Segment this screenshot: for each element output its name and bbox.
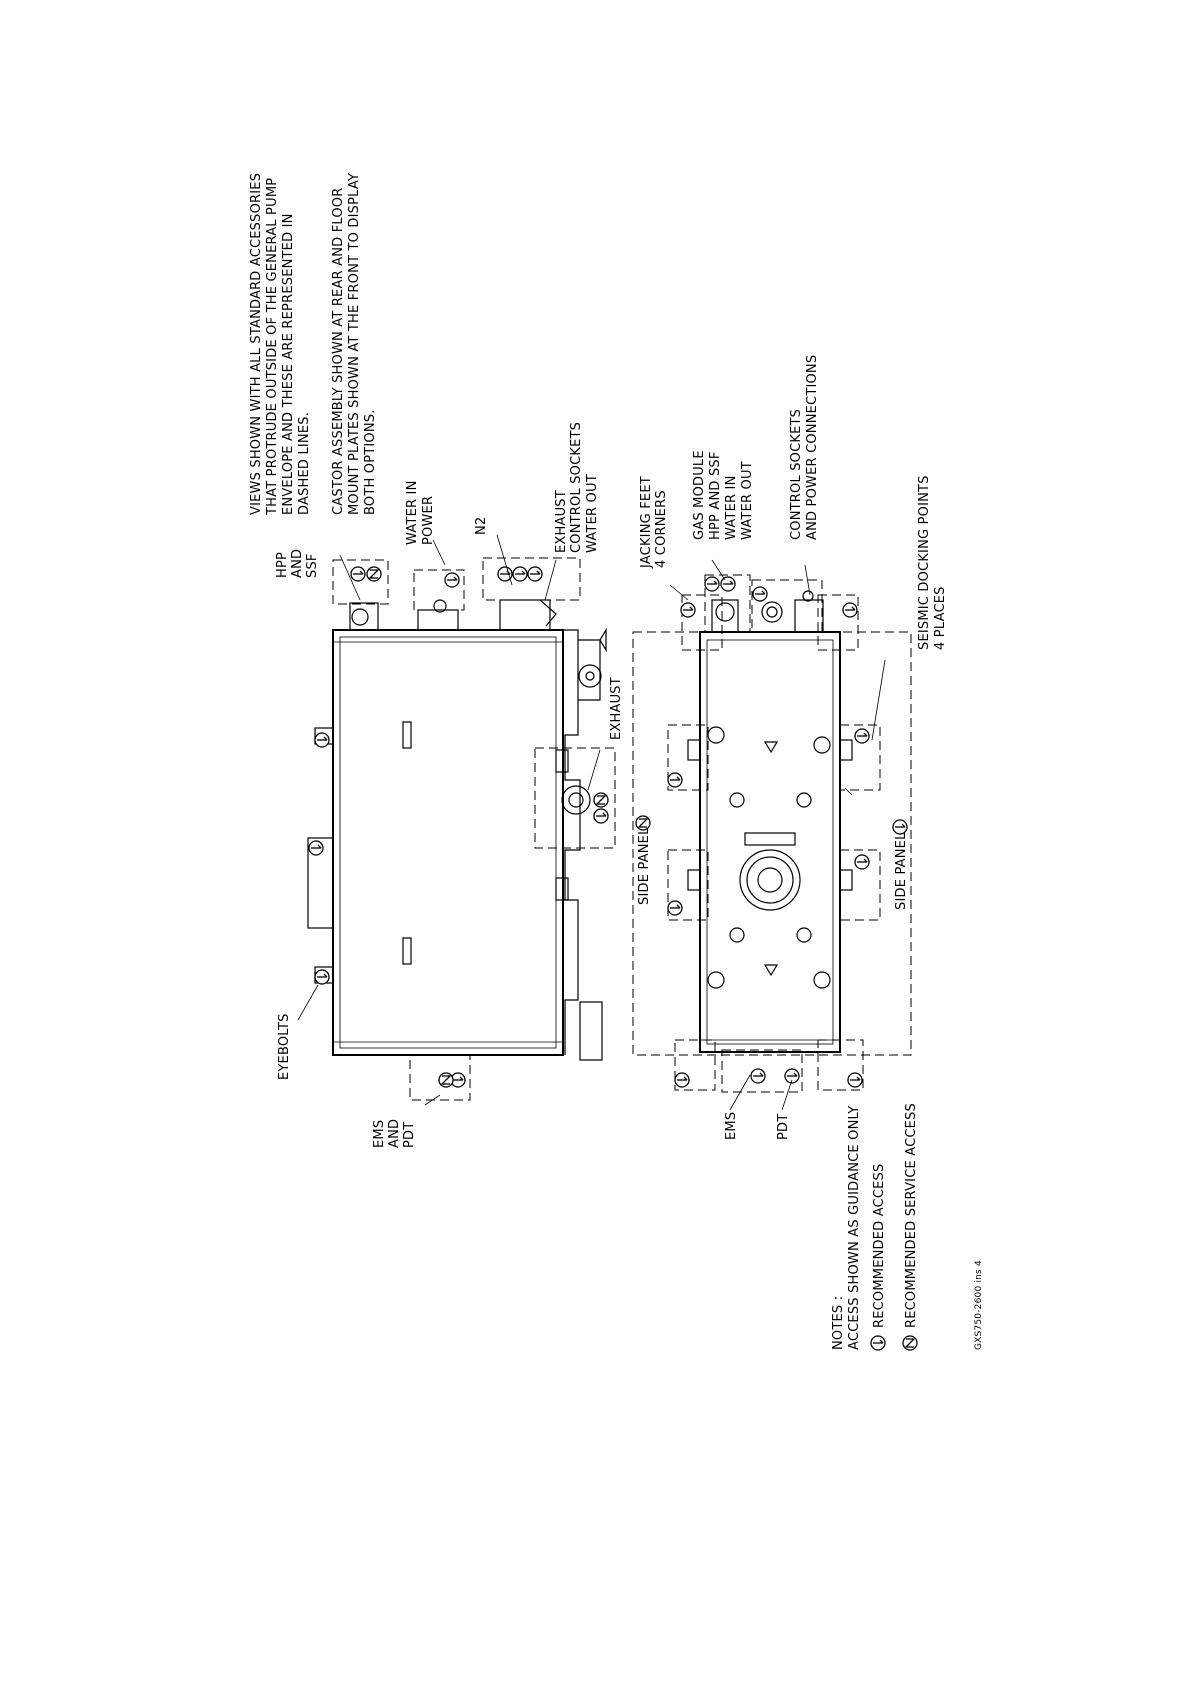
label-jacking-feet: JACKING FEET <box>639 476 654 569</box>
legend-marker-2 <box>902 1335 918 1351</box>
views-note-line-1: VIEWS SHOWN WITH ALL STANDARD ACCESSORIE… <box>249 173 264 515</box>
label-ssf: SSF <box>305 553 320 578</box>
plan-view-body <box>699 631 841 1053</box>
label-water-out-plan: WATER OUT <box>740 461 755 540</box>
label-ems-plan: EMS <box>724 1112 739 1140</box>
castor-note-line-1: CASTOR ASSEMBLY SHOWN AT REAR AND FLOOR <box>331 188 346 515</box>
label-side-panel-1: SIDE PANEL <box>894 832 909 910</box>
notes-guidance: ACCESS SHOWN AS GUIDANCE ONLY <box>847 1106 862 1350</box>
label-seismic: SEISMIC DOCKING POINTS <box>917 475 932 650</box>
label-water-out-top: WATER OUT <box>585 474 600 553</box>
label-hpp-and-ssf: HPP AND SSF <box>708 451 723 540</box>
castor-note-line-2: MOUNT PLATES SHOWN AT THE FRONT TO DISPL… <box>347 173 362 515</box>
label-4-corners: 4 CORNERS <box>654 490 669 568</box>
notes-heading: NOTES : <box>831 1296 846 1350</box>
label-gas-module: GAS MODULE <box>692 450 707 540</box>
label-power-connections: AND POWER CONNECTIONS <box>805 355 820 540</box>
plan-envelope <box>632 631 912 1056</box>
label-pdt: PDT <box>402 1122 417 1148</box>
views-note-line-2: THAT PROTRUDE OUTSIDE OF THE GENERAL PUM… <box>265 178 280 516</box>
label-and: AND <box>290 549 305 578</box>
legend-notes: NOTES : ACCESS SHOWN AS GUIDANCE ONLY RE… <box>831 1103 984 1351</box>
label-exhaust: EXHAUST <box>609 677 624 740</box>
views-note-line-4: DASHED LINES. <box>297 412 312 515</box>
drawing-reference: GXS750-2600 ins 4 <box>974 1260 984 1350</box>
legend-marker-1 <box>870 1335 886 1351</box>
label-control-sockets: CONTROL SOCKETS <box>789 409 804 540</box>
views-note-line-3: ENVELOPE AND THESE ARE REPRESENTED IN <box>281 213 296 515</box>
label-control-sockets-top: CONTROL SOCKETS <box>569 422 584 553</box>
label-exhaust-top: EXHAUST <box>554 490 569 553</box>
label-4-places: 4 PLACES <box>933 586 948 650</box>
label-power: POWER <box>421 496 436 545</box>
plan-view: JACKING FEET 4 CORNERS GAS MODULE HPP AN… <box>632 355 948 1140</box>
label-water-in: WATER IN <box>405 480 420 545</box>
top-notes: VIEWS SHOWN WITH ALL STANDARD ACCESSORIE… <box>249 173 378 516</box>
notes-item-1: RECOMMENDED ACCESS <box>872 1164 887 1328</box>
label-pdt-plan: PDT <box>776 1114 791 1140</box>
side-view: HPP AND SSF WATER IN POWER N2 EXHAUST CO… <box>275 422 652 1148</box>
label-eyebolts: EYEBOLTS <box>277 1013 292 1080</box>
label-ems-and: AND <box>387 1119 402 1148</box>
side-view-body <box>332 629 564 1056</box>
label-side-panel-2: SIDE PANEL <box>637 827 652 905</box>
notes-item-2: RECOMMENDED SERVICE ACCESS <box>904 1103 919 1328</box>
label-ems: EMS <box>372 1120 387 1148</box>
label-water-in-plan: WATER IN <box>724 475 739 540</box>
label-n2: N2 <box>474 517 489 535</box>
label-hpp: HPP <box>275 552 290 578</box>
castor-note-line-3: BOTH OPTIONS. <box>363 409 378 515</box>
